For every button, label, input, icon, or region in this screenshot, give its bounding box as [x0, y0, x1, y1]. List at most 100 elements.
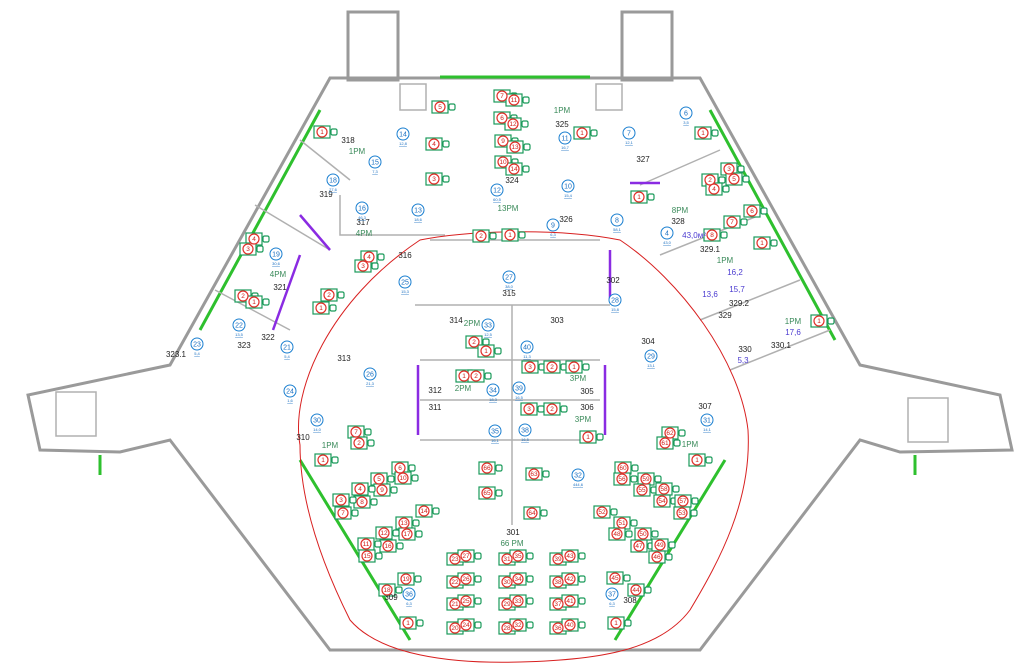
seat-circle	[633, 540, 645, 552]
badge-number: 35	[491, 429, 499, 436]
seat-marker: 49	[654, 539, 666, 551]
badge-area: 27,6	[329, 187, 338, 192]
seat-number: 31	[503, 556, 511, 563]
seat-marker: 15	[361, 550, 373, 562]
seat-number: 4	[252, 236, 256, 243]
seat-marker: 1	[633, 191, 645, 203]
badge-number: 23	[193, 342, 201, 349]
seat-number: 48	[613, 531, 621, 538]
seat-circle	[609, 572, 621, 584]
seat-marker: 3	[335, 494, 347, 506]
seat-marker: 12	[507, 118, 519, 130]
seat-number: 13	[400, 520, 408, 527]
seat-number: 66	[483, 465, 491, 472]
badge-area: 444,6	[573, 482, 584, 487]
seat-circle	[552, 576, 564, 588]
seat-number: 27	[462, 553, 470, 560]
badge-area: 12,5	[484, 332, 493, 337]
seat-circle	[564, 595, 576, 607]
badge-circle	[660, 226, 674, 240]
stair-tower-left	[346, 10, 400, 82]
seat-circle	[659, 437, 671, 449]
seat-marker: 10	[497, 156, 509, 168]
seat-number: 64	[528, 510, 536, 517]
badge-number: 12	[493, 188, 501, 195]
room-number: 309	[384, 593, 398, 602]
seat-marker: 47	[633, 540, 645, 552]
chair	[474, 575, 482, 583]
badge-number: 36	[405, 592, 413, 599]
seat-marker: 64	[526, 507, 538, 519]
seat-marker: 51	[616, 517, 628, 529]
seat-circle	[496, 90, 508, 102]
seat-number: 65	[483, 490, 491, 497]
badge-circle	[622, 126, 636, 140]
seat-number: 9	[501, 138, 505, 145]
seat-number: 36	[554, 625, 562, 632]
badge-number: 39	[515, 386, 523, 393]
chair	[578, 621, 586, 629]
seat-circle	[651, 551, 663, 563]
room-badge: 63,5	[679, 106, 693, 125]
seat-number: 12	[380, 530, 388, 537]
room-number: 306	[580, 403, 594, 412]
badge-area: 3,5	[683, 120, 689, 125]
room-badge: 712,1	[622, 126, 636, 145]
seat-number: 6	[500, 115, 504, 122]
badge-area: 14,1	[703, 427, 712, 432]
chair	[349, 496, 357, 504]
room-number: 303	[550, 316, 564, 325]
seat-marker: 40	[564, 619, 576, 631]
badge-number: 13	[414, 208, 422, 215]
seat-circle	[564, 619, 576, 631]
area-label: 13,6	[702, 290, 718, 299]
seat-circle	[564, 550, 576, 562]
chair	[329, 304, 337, 312]
seat-marker: 30	[501, 576, 513, 588]
occupancy-label: 13PM	[498, 204, 519, 213]
room-badge: 366,3	[402, 587, 416, 606]
seat-circle	[449, 576, 461, 588]
chair	[523, 143, 531, 151]
occupancy-label: 4PM	[356, 229, 373, 238]
seat-number: 1	[637, 194, 641, 201]
seat-marker: 3	[242, 243, 254, 255]
badge-number: 29	[647, 354, 655, 361]
chair	[610, 508, 618, 516]
chair	[526, 552, 534, 560]
occupancy-label: 1PM	[554, 106, 571, 115]
chair	[411, 474, 419, 482]
chair	[375, 552, 383, 560]
badge-circle	[520, 340, 534, 354]
seat-marker: 63	[528, 468, 540, 480]
badge-circle	[605, 587, 619, 601]
area-label: 17,6	[785, 328, 801, 337]
seat-number: 8	[710, 232, 714, 239]
seat-circle	[335, 494, 347, 506]
seat-marker: 52	[596, 506, 608, 518]
seat-circle	[610, 617, 622, 629]
chair	[647, 193, 655, 201]
seat-circle	[337, 507, 349, 519]
chair	[654, 475, 662, 483]
chair	[415, 530, 423, 538]
seat-number: 10	[399, 475, 407, 482]
seat-marker: 43	[564, 550, 576, 562]
chair	[542, 470, 550, 478]
chair	[590, 129, 598, 137]
seat-circle	[704, 174, 716, 186]
chair	[330, 128, 338, 136]
seat-circle	[596, 506, 608, 518]
seat-marker: 2	[546, 403, 558, 415]
seat-marker: 32	[512, 619, 524, 631]
seat-circle	[512, 595, 524, 607]
chair	[540, 509, 548, 517]
seat-number: 15	[363, 553, 371, 560]
chair	[665, 553, 673, 561]
seat-number: 1	[508, 232, 512, 239]
seat-marker: 19	[400, 573, 412, 585]
badge-circle	[326, 173, 340, 187]
badge-number: 33	[484, 323, 492, 330]
